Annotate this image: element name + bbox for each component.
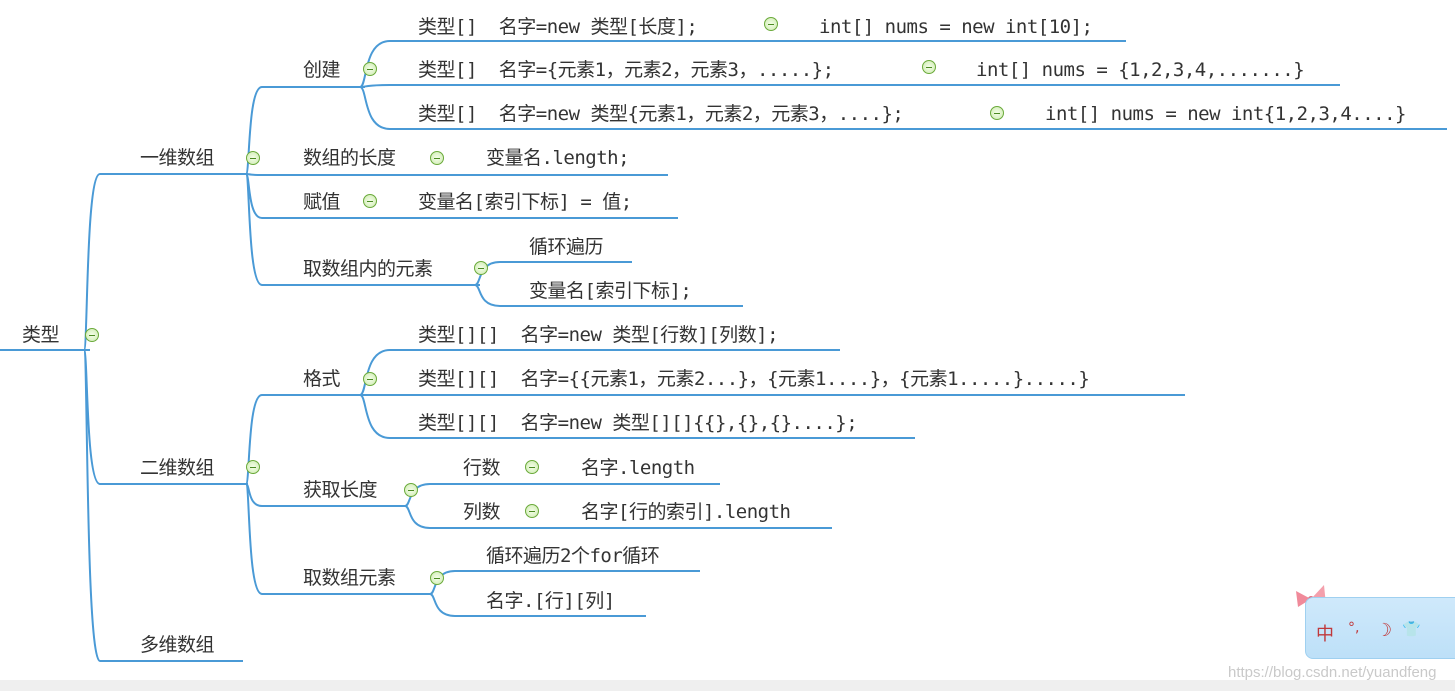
collapse-toggle-icon[interactable] [922,60,936,74]
collapse-toggle-icon[interactable] [246,151,260,165]
connector-curve [245,483,263,595]
connector-curve [83,173,101,351]
connector-curve [404,505,431,529]
node-access-item[interactable]: 变量名[索引下标]; [529,280,692,302]
node-rows[interactable]: 行数 [463,457,501,479]
connector-curve [83,349,101,662]
connector-curve [474,284,501,307]
collapse-toggle-icon[interactable] [363,194,377,208]
ime-punctuation-button[interactable]: °, [1348,620,1360,636]
bottom-scrollbar[interactable] [0,680,1455,691]
node-rows-value[interactable]: 名字.length [581,457,695,479]
node-2d-access[interactable]: 取数组元素 [303,567,396,589]
collapse-toggle-icon[interactable] [363,372,377,386]
node-create-syntax[interactable]: 类型[] 名字={元素1，元素2，元素3，.....}; [418,59,834,81]
collapse-toggle-icon[interactable] [246,460,260,474]
node-two-d-array[interactable]: 二维数组 [140,457,215,479]
connector-curve [359,86,391,130]
node-create-example[interactable]: int[] nums = new int{1,2,3,4....} [1045,103,1407,125]
node-create-example[interactable]: int[] nums = {1,2,3,4,.......} [976,59,1305,81]
ime-language-button[interactable]: 中 [1316,624,1334,645]
node-assign-value[interactable]: 变量名[索引下标] = 值; [418,191,632,213]
collapse-toggle-icon[interactable] [525,460,539,474]
ime-moon-icon[interactable]: ☽ [1376,620,1393,641]
collapse-toggle-icon[interactable] [474,261,488,275]
node-2d-access-item[interactable]: 循环遍历2个for循环 [486,545,660,567]
node-create[interactable]: 创建 [303,59,341,81]
collapse-toggle-icon[interactable] [404,483,418,497]
connector-curve [245,173,263,176]
collapse-toggle-icon[interactable] [85,328,99,342]
connector-curve [429,593,456,617]
collapse-toggle-icon[interactable] [430,151,444,165]
collapse-toggle-icon[interactable] [764,17,778,31]
collapse-toggle-icon[interactable] [990,106,1004,120]
node-cols-value[interactable]: 名字[行的索引].length [581,501,791,523]
node-access-elements[interactable]: 取数组内的元素 [303,258,433,280]
node-2d-access-item[interactable]: 名字.[行][列] [486,590,615,612]
root-node[interactable]: 类型 [22,324,60,346]
connector-curve [359,394,391,439]
collapse-toggle-icon[interactable] [363,62,377,76]
node-array-length[interactable]: 数组的长度 [303,147,396,169]
node-create-syntax[interactable]: 类型[] 名字=new 类型[长度]; [418,16,698,38]
node-assign[interactable]: 赋值 [303,191,341,213]
node-access-item[interactable]: 循环遍历 [529,236,604,258]
node-create-syntax[interactable]: 类型[] 名字=new 类型{元素1，元素2，元素3，....}; [418,103,904,125]
node-format-item[interactable]: 类型[][] 名字=new 类型[行数][列数]; [418,324,779,346]
connector-curve [245,173,263,286]
connector-curve [245,394,263,485]
connector-curve [245,86,263,175]
node-format-item[interactable]: 类型[][] 名字={{元素1，元素2...}，{元素1....}，{元素1..… [418,368,1090,390]
node-cols[interactable]: 列数 [463,501,501,523]
ime-skin-icon[interactable]: 👕 [1402,620,1421,638]
node-format-item[interactable]: 类型[][] 名字=new 类型[][]{{},{},{}....}; [418,412,858,434]
node-get-length[interactable]: 获取长度 [303,479,378,501]
node-array-length-value[interactable]: 变量名.length; [486,147,630,169]
connector-curve [359,84,391,88]
collapse-toggle-icon[interactable] [430,571,444,585]
node-create-example[interactable]: int[] nums = new int[10]; [819,16,1093,38]
connector-curve [359,349,391,396]
watermark: https://blog.csdn.net/yuandfeng [1228,664,1437,681]
node-format[interactable]: 格式 [303,368,341,390]
node-multi-d-array[interactable]: 多维数组 [140,634,215,656]
node-one-d-array[interactable]: 一维数组 [140,147,215,169]
ime-toolbar[interactable]: 中 °, ☽ 👕 [1305,597,1455,659]
collapse-toggle-icon[interactable] [525,504,539,518]
